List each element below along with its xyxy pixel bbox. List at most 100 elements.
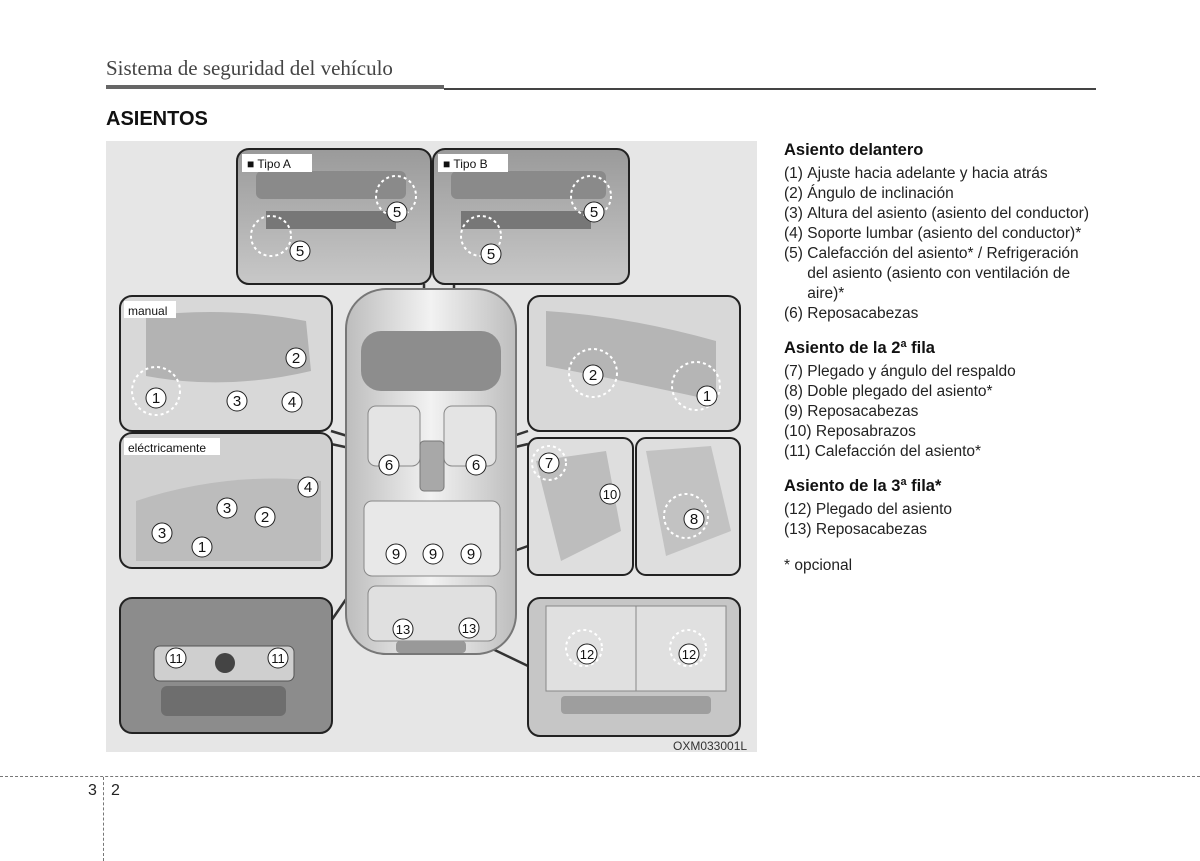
label-tipo-a: ■ Tipo A bbox=[247, 157, 291, 171]
panel-second-row-right bbox=[635, 437, 741, 576]
legend-item: (7) Plegado y ángulo del respaldo bbox=[784, 363, 1016, 380]
label-manual: manual bbox=[128, 304, 167, 318]
callout-12: 12 bbox=[678, 643, 700, 665]
panel-manual bbox=[119, 295, 333, 432]
panel-cargo bbox=[527, 597, 741, 737]
svg-text:13: 13 bbox=[462, 621, 476, 636]
svg-text:1: 1 bbox=[703, 388, 711, 405]
svg-text:12: 12 bbox=[682, 647, 696, 662]
seats-illustration: ■ Tipo A ■ Tipo B manual eléctricamente bbox=[106, 141, 757, 752]
callout-9: 9 bbox=[422, 543, 444, 565]
callout-13: 13 bbox=[392, 618, 414, 640]
callout-4: 4 bbox=[297, 476, 319, 498]
svg-text:1: 1 bbox=[198, 539, 206, 556]
callout-12: 12 bbox=[576, 643, 598, 665]
legend-item: (10) Reposabrazos bbox=[784, 423, 916, 440]
callout-3: 3 bbox=[151, 522, 173, 544]
svg-text:1: 1 bbox=[152, 390, 160, 407]
panel-second-row-left bbox=[527, 437, 634, 576]
callout-1: 1 bbox=[696, 385, 718, 407]
legend-item: (1) Ajuste hacia adelante y hacia atrás bbox=[784, 165, 1048, 182]
svg-text:11: 11 bbox=[169, 651, 183, 666]
footer-divider bbox=[0, 776, 1200, 777]
legend-second-row: Asiento de la 2ª fila (7) Plegado y ángu… bbox=[784, 338, 1094, 462]
callout-6: 6 bbox=[378, 454, 400, 476]
page-number: 2 bbox=[111, 782, 120, 799]
legend-heading: Asiento de la 2ª fila bbox=[784, 339, 935, 357]
svg-text:2: 2 bbox=[589, 367, 597, 384]
panel-tipo-a bbox=[236, 148, 432, 285]
callout-2: 2 bbox=[582, 364, 604, 386]
svg-text:5: 5 bbox=[296, 243, 304, 260]
svg-text:13: 13 bbox=[396, 622, 410, 637]
callout-11: 11 bbox=[267, 647, 289, 669]
callout-8: 8 bbox=[683, 508, 705, 530]
legend-heading: Asiento delantero bbox=[784, 141, 924, 159]
svg-text:2: 2 bbox=[261, 509, 269, 526]
callout-5: 5 bbox=[480, 243, 502, 265]
svg-text:11: 11 bbox=[271, 651, 285, 666]
panel-front-seat-right bbox=[527, 295, 741, 432]
legend-item: (13) Reposacabezas bbox=[784, 521, 928, 538]
callout-5: 5 bbox=[583, 201, 605, 223]
svg-text:5: 5 bbox=[487, 246, 495, 263]
legend-item: (8) Doble plegado del asiento* bbox=[784, 383, 993, 400]
callout-6: 6 bbox=[465, 454, 487, 476]
car-top-view bbox=[345, 288, 517, 655]
svg-text:9: 9 bbox=[392, 546, 400, 563]
callout-2: 2 bbox=[285, 347, 307, 369]
callout-9: 9 bbox=[460, 543, 482, 565]
svg-text:8: 8 bbox=[690, 511, 698, 528]
legend: Asiento delantero (1) Ajuste hacia adela… bbox=[784, 140, 1094, 576]
figure-code: OXM033001L bbox=[673, 739, 748, 753]
callout-3: 3 bbox=[216, 497, 238, 519]
running-header: Sistema de seguridad del vehículo bbox=[106, 56, 393, 80]
svg-text:7: 7 bbox=[545, 455, 553, 472]
callout-1: 1 bbox=[191, 536, 213, 558]
header-rule bbox=[106, 85, 444, 89]
svg-text:4: 4 bbox=[288, 394, 296, 411]
legend-item: (9) Reposacabezas bbox=[784, 403, 919, 420]
callout-13: 13 bbox=[458, 617, 480, 639]
callout-3: 3 bbox=[226, 390, 248, 412]
footer-page-divider bbox=[103, 777, 104, 861]
svg-text:10: 10 bbox=[603, 487, 617, 502]
svg-text:3: 3 bbox=[223, 500, 231, 517]
svg-text:12: 12 bbox=[580, 647, 594, 662]
callout-4: 4 bbox=[281, 391, 303, 413]
callout-1: 1 bbox=[145, 387, 167, 409]
svg-text:2: 2 bbox=[292, 350, 300, 367]
callout-7: 7 bbox=[538, 452, 560, 474]
callout-11: 11 bbox=[165, 647, 187, 669]
legend-item: (12) Plegado del asiento bbox=[784, 501, 953, 518]
legend-note: * opcional bbox=[784, 557, 853, 574]
callout-5: 5 bbox=[289, 240, 311, 262]
label-electric: eléctricamente bbox=[128, 441, 206, 455]
callout-2: 2 bbox=[254, 506, 276, 528]
svg-text:4: 4 bbox=[304, 479, 312, 496]
svg-text:5: 5 bbox=[590, 204, 598, 221]
svg-text:9: 9 bbox=[467, 546, 475, 563]
chapter-number: 3 bbox=[88, 782, 97, 799]
header-rule-thin bbox=[444, 88, 1096, 90]
svg-text:6: 6 bbox=[472, 457, 480, 474]
legend-item: (4) Soporte lumbar (asiento del conducto… bbox=[784, 225, 1082, 242]
svg-text:9: 9 bbox=[429, 546, 437, 563]
legend-third-row: Asiento de la 3ª fila* (12) Plegado del … bbox=[784, 476, 1094, 540]
callout-9: 9 bbox=[385, 543, 407, 565]
legend-item: (11) Calefacción del asiento* bbox=[784, 443, 982, 460]
svg-text:3: 3 bbox=[233, 393, 241, 410]
legend-item: (3) Altura del asiento (asiento del cond… bbox=[784, 205, 1089, 222]
callout-5: 5 bbox=[386, 201, 408, 223]
legend-item: (2) Ángulo de inclinación bbox=[784, 185, 954, 202]
svg-text:5: 5 bbox=[393, 204, 401, 221]
legend-heading: Asiento de la 3ª fila* bbox=[784, 477, 942, 495]
panel-rear-heater bbox=[119, 597, 333, 734]
callout-10: 10 bbox=[599, 483, 621, 505]
legend-item: (6) Reposacabezas bbox=[784, 305, 919, 322]
legend-front-seat: Asiento delantero (1) Ajuste hacia adela… bbox=[784, 140, 1094, 324]
label-tipo-b: ■ Tipo B bbox=[443, 157, 488, 171]
svg-text:6: 6 bbox=[385, 457, 393, 474]
section-title: ASIENTOS bbox=[106, 108, 208, 130]
legend-item: (5) Calefacción del asiento* / Refrigera… bbox=[784, 245, 1079, 302]
